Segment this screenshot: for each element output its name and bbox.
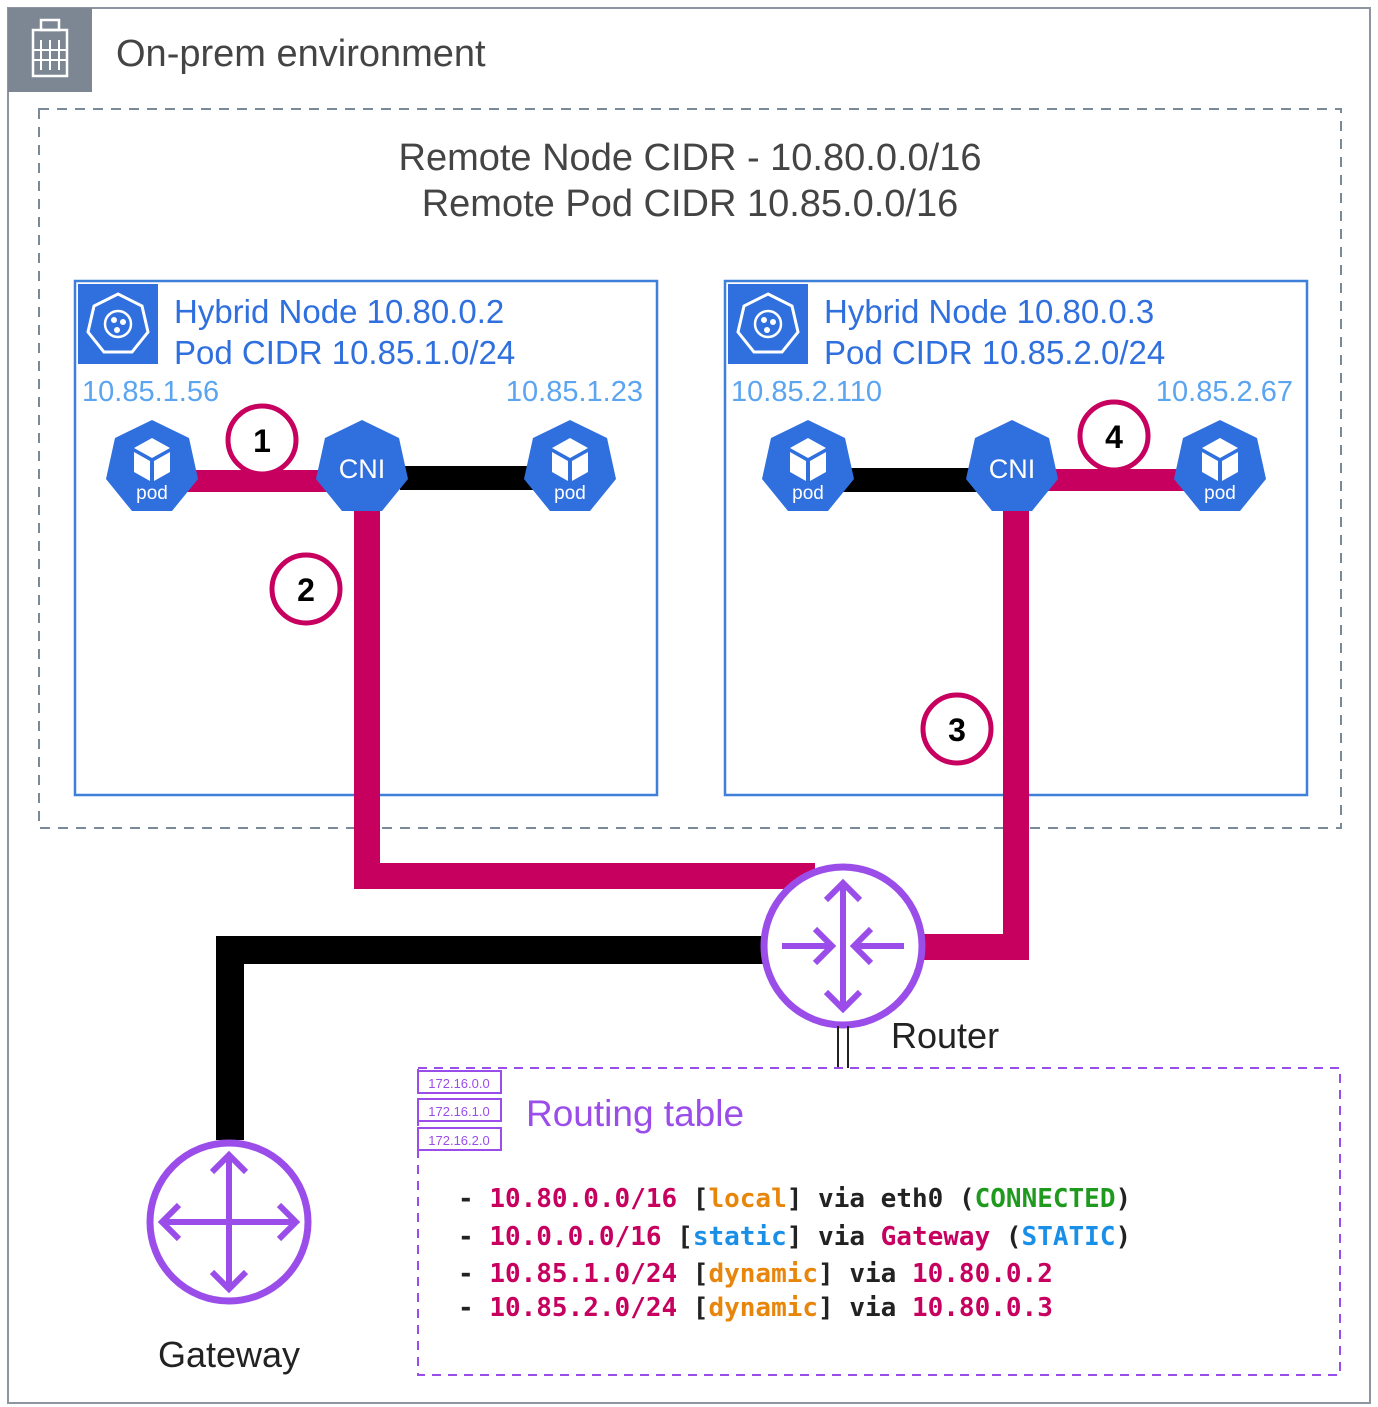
node-1-cni: CNI — [316, 420, 408, 511]
route-bracket: [ — [662, 1222, 693, 1252]
route-bracket: [ — [677, 1184, 708, 1214]
route-via: 10.80.0.2 — [912, 1259, 1053, 1289]
step-2-marker: 2 — [269, 552, 343, 626]
route-status-close: ) — [1116, 1184, 1132, 1214]
step-2-number: 2 — [297, 572, 315, 608]
route-bracket: [ — [677, 1293, 708, 1323]
route-type: dynamic — [708, 1259, 818, 1289]
route-status: CONNECTED — [975, 1184, 1116, 1214]
route-table-icon-row: 172.16.1.0 — [428, 1104, 489, 1119]
route-status: STATIC — [1022, 1222, 1116, 1252]
route-table-icon-row: 172.16.2.0 — [428, 1133, 489, 1148]
step-3-marker: 3 — [920, 692, 994, 766]
node-1-title: Hybrid Node 10.80.0.2 — [174, 293, 504, 330]
step-1-marker: 1 — [225, 403, 299, 477]
node-2-cni: CNI — [966, 420, 1058, 511]
route-status-open: ( — [943, 1184, 974, 1214]
node-1-left-pod-ip: 10.85.1.56 — [82, 376, 219, 408]
environment-title: On-prem environment — [116, 33, 486, 75]
pod-label: pod — [1204, 483, 1236, 504]
step-3-path — [918, 510, 1029, 960]
route-dash: - — [458, 1222, 489, 1252]
route-cidr: 10.85.2.0/24 — [489, 1293, 677, 1323]
step-4-number: 4 — [1105, 419, 1123, 455]
pod-label: pod — [792, 483, 824, 504]
node-1-subtitle: Pod CIDR 10.85.1.0/24 — [174, 334, 515, 371]
routing-table-box — [417, 1067, 1341, 1376]
kubernetes-node-icon — [726, 282, 810, 366]
on-prem-environment-border — [7, 7, 1371, 1404]
routing-table-title: Routing table — [526, 1093, 744, 1134]
pod-label: pod — [554, 483, 586, 504]
node-1-right-pod: pod — [524, 420, 616, 511]
route-via: eth0 — [881, 1184, 944, 1214]
route-via-text: ] via — [818, 1259, 912, 1289]
route-type: static — [693, 1222, 787, 1252]
router-icon — [760, 863, 926, 1029]
node-2-right-pod-ip: 10.85.2.67 — [1156, 376, 1293, 408]
remote-cidr-region — [38, 108, 1342, 829]
step-4-marker: 4 — [1077, 399, 1151, 473]
route-via-text: ] via — [818, 1293, 912, 1323]
route-row: - 10.80.0.0/16 [local] via eth0 (CONNECT… — [458, 1184, 1131, 1214]
node-2-subtitle: Pod CIDR 10.85.2.0/24 — [824, 334, 1165, 371]
remote-node-cidr-label: Remote Node CIDR - 10.80.0.0/16 — [399, 137, 982, 179]
router-label: Router — [891, 1015, 999, 1056]
step-2-path — [354, 505, 815, 889]
route-via-text: ] via — [787, 1222, 881, 1252]
route-bracket: [ — [677, 1259, 708, 1289]
route-cidr: 10.0.0.0/16 — [489, 1222, 661, 1252]
route-dash: - — [458, 1184, 489, 1214]
route-type: local — [708, 1184, 786, 1214]
route-via: 10.80.0.3 — [912, 1293, 1053, 1323]
route-row: - 10.85.2.0/24 [dynamic] via 10.80.0.3 — [458, 1293, 1053, 1323]
router-to-gateway-link — [216, 936, 770, 1140]
remote-pod-cidr-label: Remote Pod CIDR 10.85.0.0/16 — [422, 183, 959, 225]
node-2-left-pod: pod — [762, 420, 854, 511]
route-dash: - — [458, 1259, 489, 1289]
node-2-right-pod: pod — [1174, 420, 1266, 511]
route-type: dynamic — [708, 1293, 818, 1323]
route-cidr: 10.80.0.0/16 — [489, 1184, 677, 1214]
route-cidr: 10.85.1.0/24 — [489, 1259, 677, 1289]
cni-label: CNI — [989, 454, 1036, 484]
step-3-number: 3 — [948, 712, 966, 748]
route-table-icon-row: 172.16.0.0 — [428, 1076, 489, 1091]
cni-label: CNI — [339, 454, 386, 484]
gateway-icon — [146, 1139, 312, 1305]
node-2-title: Hybrid Node 10.80.0.3 — [824, 293, 1154, 330]
route-table-icon: 172.16.0.0 172.16.1.0 172.16.2.0 — [417, 1070, 502, 1151]
route-status-close: ) — [1115, 1222, 1131, 1252]
node-2-left-pod-ip: 10.85.2.110 — [731, 376, 882, 408]
route-via-text: ] via — [787, 1184, 881, 1214]
step-1-number: 1 — [253, 423, 271, 459]
route-via: Gateway — [881, 1222, 991, 1252]
building-icon — [8, 8, 92, 92]
route-status-open: ( — [990, 1222, 1021, 1252]
pod-label: pod — [136, 483, 168, 504]
kubernetes-node-icon — [76, 282, 160, 366]
node-1-right-pod-ip: 10.85.1.23 — [506, 376, 643, 408]
node-1-left-pod: pod — [106, 420, 198, 511]
route-row: - 10.85.1.0/24 [dynamic] via 10.80.0.2 — [458, 1259, 1053, 1289]
route-dash: - — [458, 1293, 489, 1323]
gateway-label: Gateway — [158, 1334, 300, 1375]
route-row: - 10.0.0.0/16 [static] via Gateway (STAT… — [458, 1222, 1131, 1252]
